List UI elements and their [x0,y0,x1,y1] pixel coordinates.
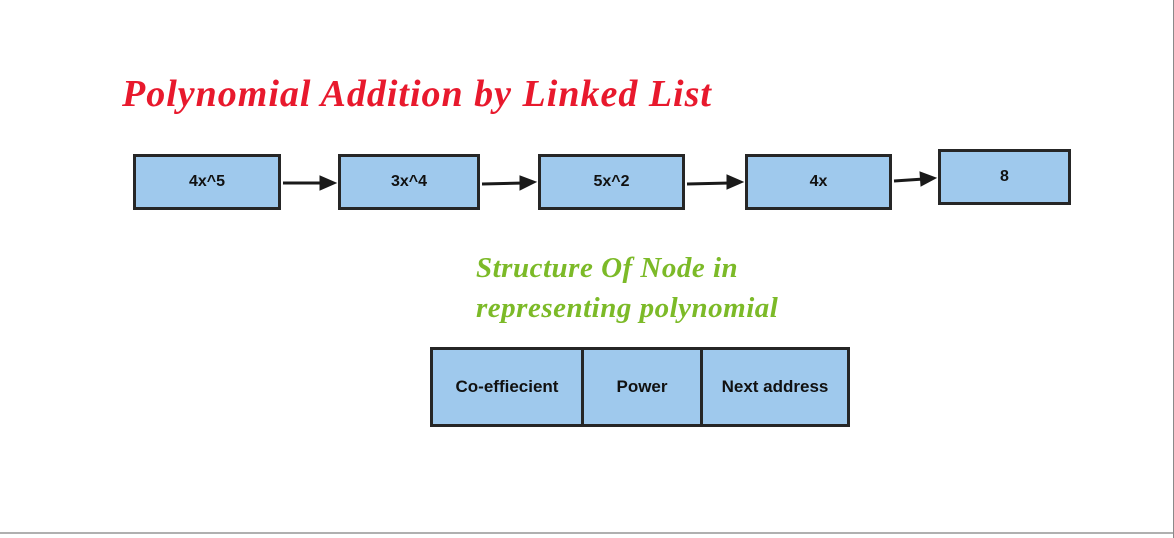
next-pointer-arrow-2 [481,175,538,191]
caption-line-1: Structure Of Node in [476,252,739,284]
table-cell-coefficient: Co-effiecient [430,347,584,427]
node-label: 4x [809,173,828,190]
node-structure-table: Co-effiecient Power Next address [430,347,850,427]
linked-list-node-4: 4x [745,154,892,210]
caption-line-2: representing polynomial [476,292,779,324]
node-label: 5x^2 [593,173,630,190]
table-cell-power: Power [584,347,703,427]
diagram-title: Polynomial Addition by Linked List [122,73,712,115]
linked-list-node-1: 4x^5 [133,154,281,210]
table-cell-next-address: Next address [703,347,850,427]
next-pointer-arrow-3 [686,174,745,190]
linked-list-node-3: 5x^2 [538,154,685,210]
node-label: 3x^4 [390,173,428,190]
node-structure-caption: Structure Of Node in representing polyno… [476,248,778,328]
next-pointer-arrow-4 [893,171,938,187]
node-label: 4x^5 [188,173,226,190]
bottom-divider-line [0,532,1173,534]
linked-list-node-2: 3x^4 [338,154,480,210]
next-pointer-arrow-1 [283,175,338,191]
node-label: 8 [1000,168,1009,185]
linked-list-node-5: 8 [938,149,1071,205]
